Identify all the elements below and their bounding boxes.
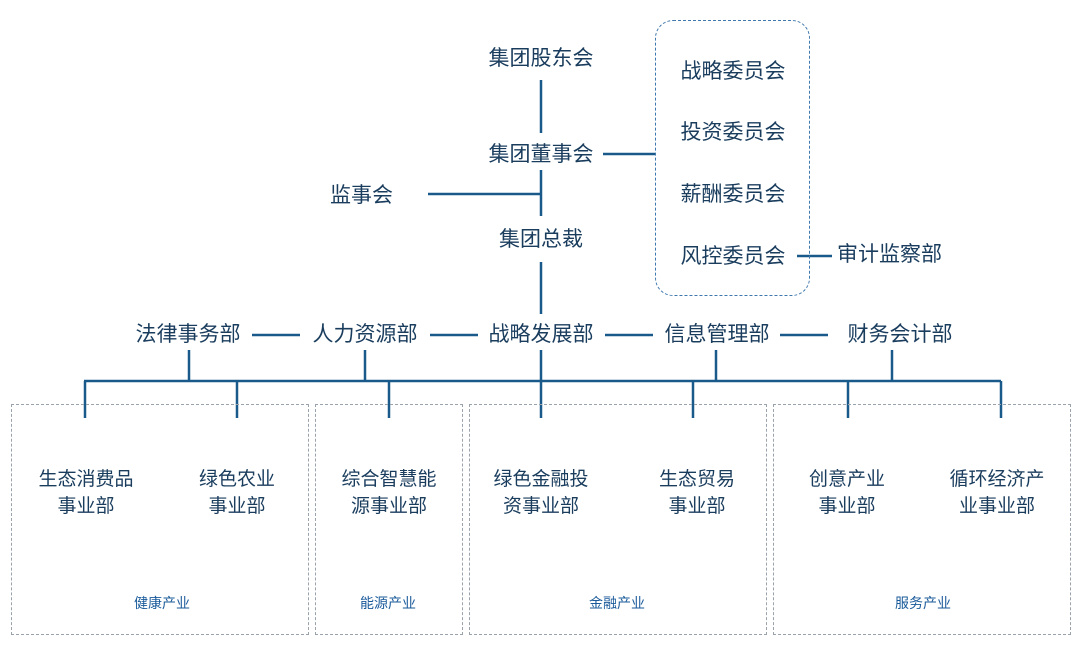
node-legal-department: 法律事务部 [135, 322, 241, 346]
unit-line2: 源事业部 [350, 495, 428, 517]
node-it-department: 信息管理部 [664, 322, 770, 346]
node-supervisors: 监事会 [330, 183, 393, 207]
group-label-service: 服务产业 [895, 596, 951, 612]
unit-creative-industry: 创意产业 事业部 [809, 466, 885, 520]
unit-line1: 绿色农业 [198, 468, 276, 490]
unit-line2: 事业部 [57, 495, 115, 517]
committee-group-box [655, 20, 810, 296]
node-investment-committee: 投资委员会 [680, 120, 786, 144]
group-box-health [11, 404, 309, 635]
node-audit-department: 审计监察部 [837, 242, 942, 266]
unit-circular-economy: 循环经济产 业事业部 [949, 466, 1044, 520]
unit-green-finance: 绿色金融投 资事业部 [493, 466, 588, 520]
unit-line2: 事业部 [668, 495, 726, 517]
node-compensation-committee: 薪酬委员会 [680, 182, 786, 206]
unit-line2: 事业部 [208, 495, 266, 517]
node-strategy-committee: 战略委员会 [680, 59, 786, 83]
unit-line2: 事业部 [818, 495, 876, 517]
unit-line1: 综合智慧能 [341, 468, 437, 490]
node-shareholders: 集团股东会 [488, 46, 594, 70]
unit-line2: 资事业部 [502, 495, 580, 517]
unit-green-agriculture: 绿色农业 事业部 [199, 466, 275, 520]
unit-line1: 循环经济产 [949, 468, 1045, 490]
unit-eco-trade: 生态贸易 事业部 [659, 466, 735, 520]
unit-line1: 生态贸易 [658, 468, 736, 490]
group-label-finance: 金融产业 [589, 596, 645, 612]
node-risk-committee: 风控委员会 [680, 244, 786, 268]
node-board: 集团董事会 [488, 142, 594, 166]
unit-eco-consumer: 生态消费品 事业部 [38, 466, 133, 520]
node-finance-department: 财务会计部 [847, 322, 953, 346]
node-strategy-development-department: 战略发展部 [488, 322, 594, 346]
group-box-service [773, 404, 1071, 635]
unit-line1: 绿色金融投 [493, 468, 589, 490]
group-label-energy: 能源产业 [360, 596, 416, 612]
unit-line1: 创意产业 [808, 468, 886, 490]
group-label-health: 健康产业 [134, 596, 190, 612]
unit-smart-energy: 综合智慧能 源事业部 [341, 466, 436, 520]
unit-line1: 生态消费品 [38, 468, 134, 490]
node-hr-department: 人力资源部 [312, 322, 418, 346]
node-president: 集团总裁 [499, 227, 583, 251]
group-box-energy [315, 404, 463, 635]
group-box-finance [469, 404, 767, 635]
unit-line2: 业事业部 [958, 495, 1036, 517]
